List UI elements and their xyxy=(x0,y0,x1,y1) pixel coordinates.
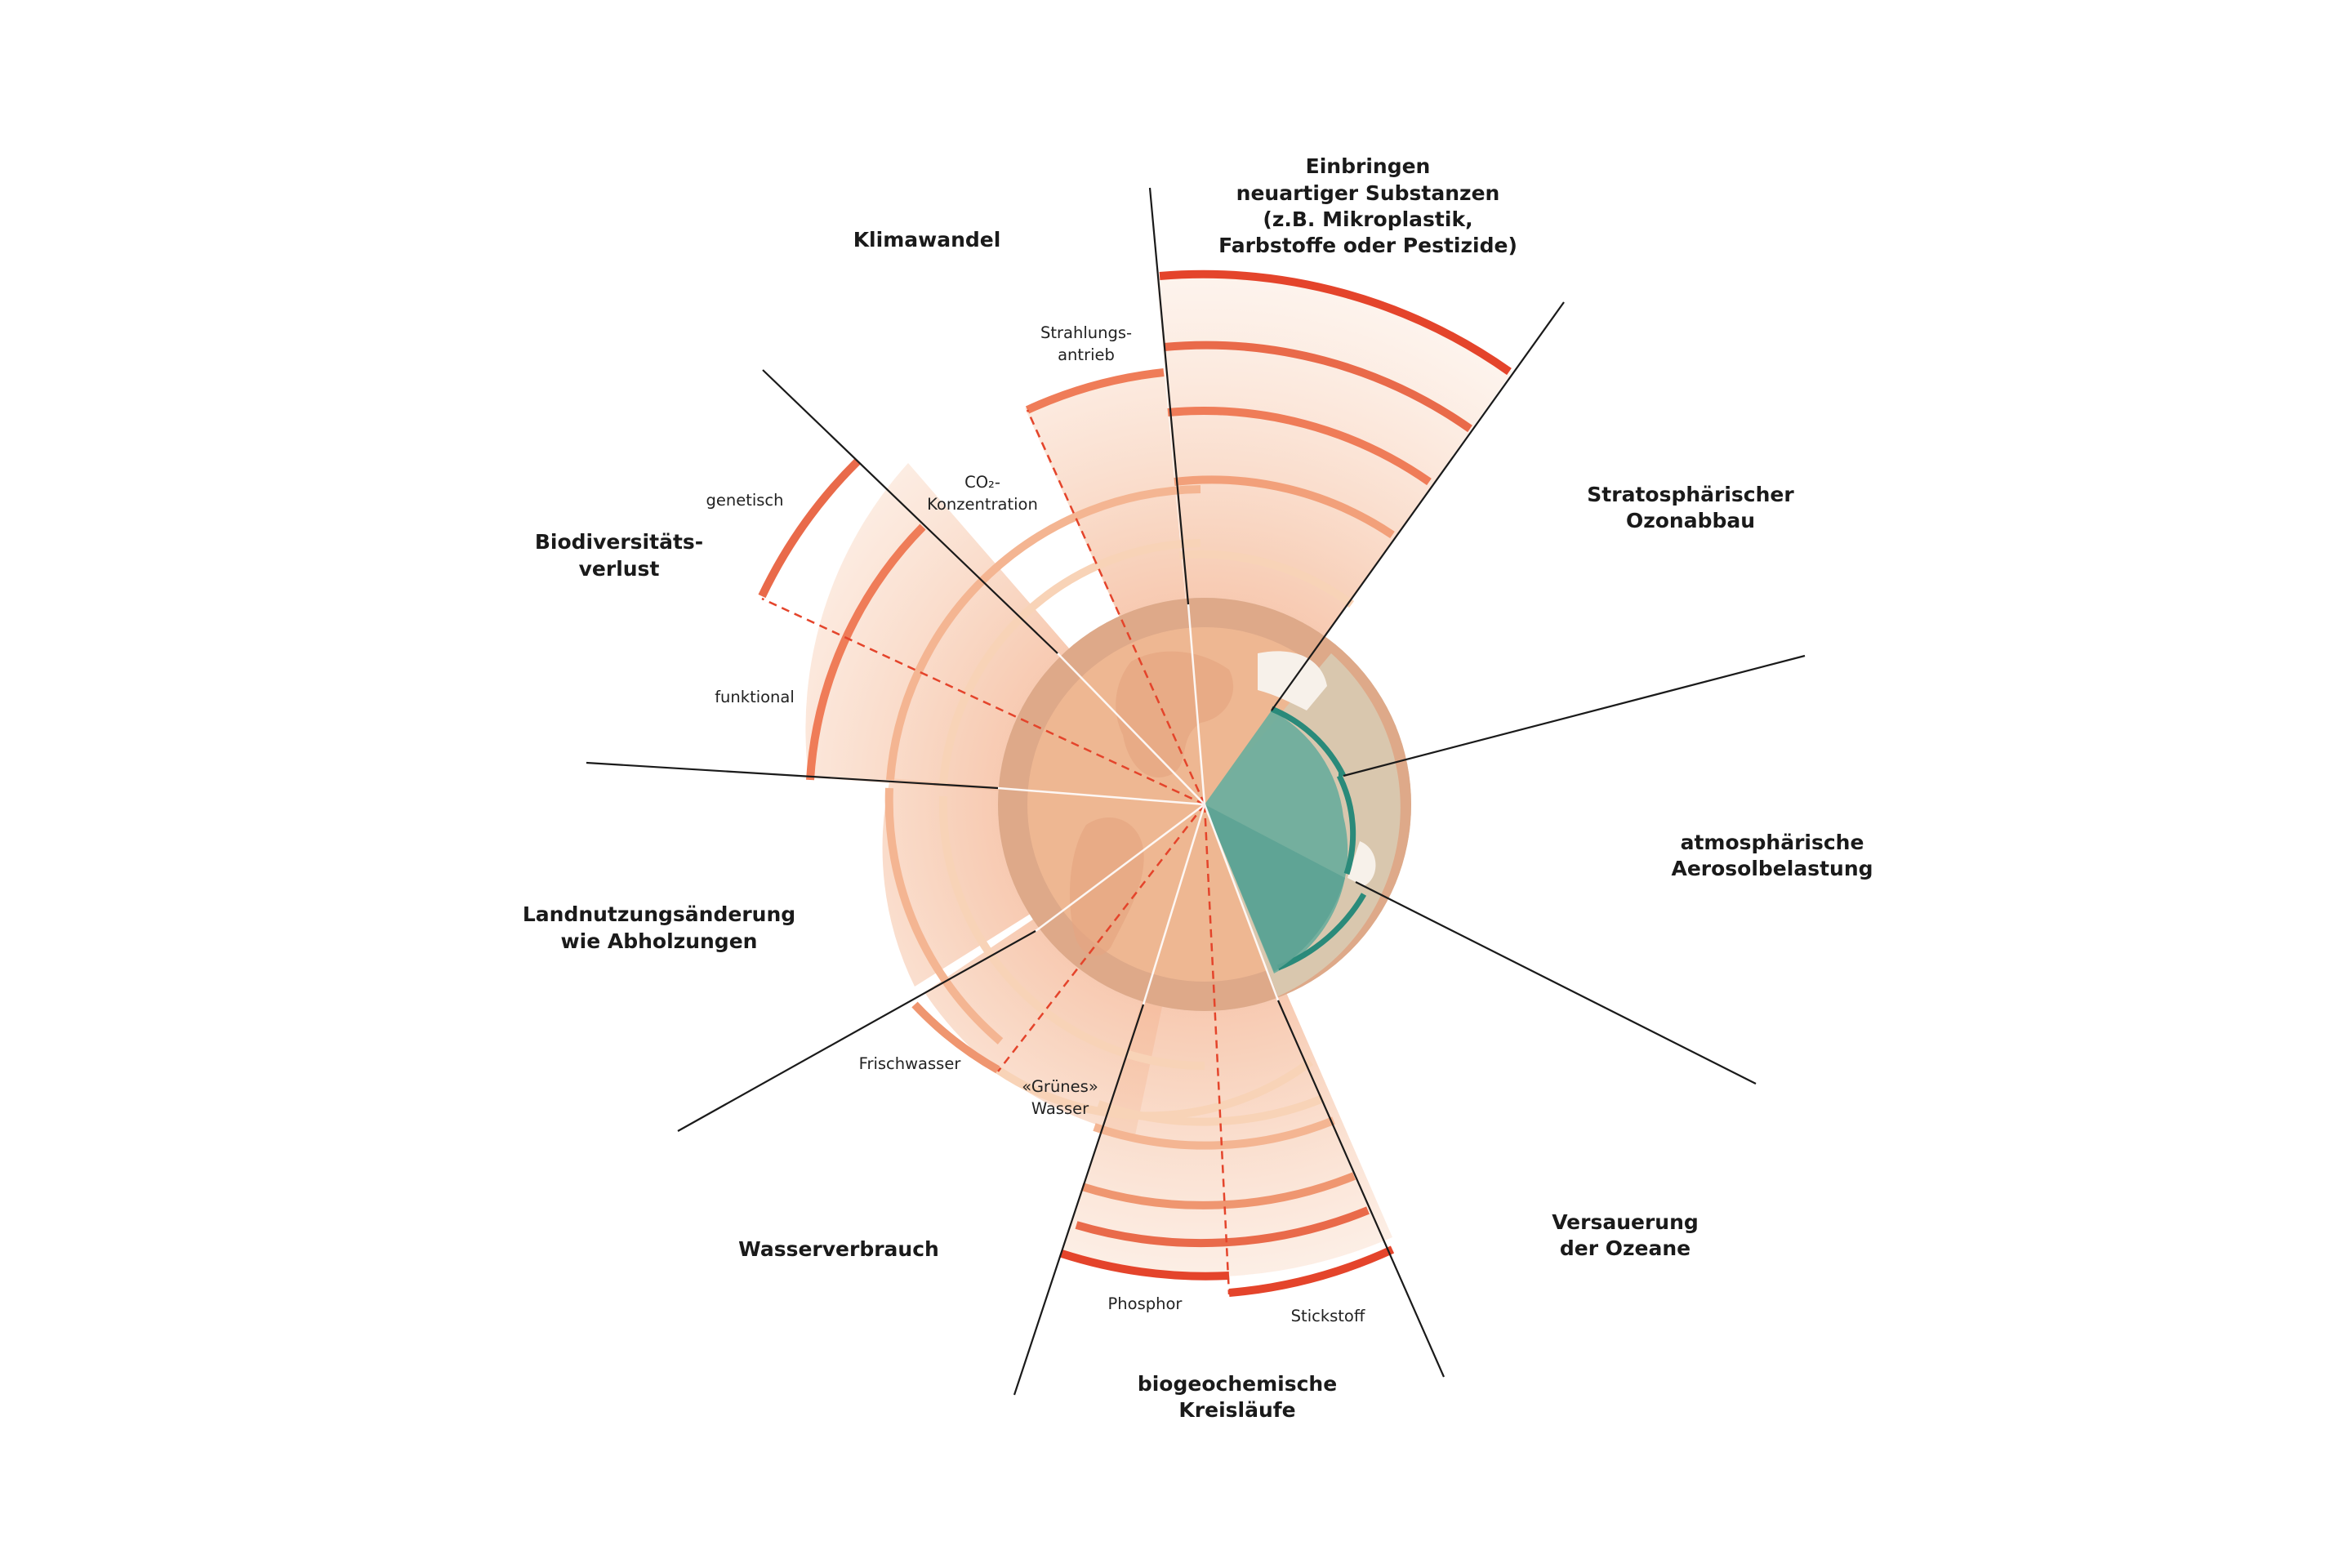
ring-phosphor xyxy=(1060,1250,1230,1281)
sector-line-land-biodiv xyxy=(586,761,999,790)
sublabel-phosphor: Phosphor xyxy=(1108,1294,1183,1313)
ring-co2 xyxy=(886,485,1201,781)
label-substanzen-2: neuartiger Substanzen xyxy=(1236,181,1500,205)
sublabel-strahlung-2: antrieb xyxy=(1058,345,1115,364)
sublabel-funktional: funktional xyxy=(715,688,795,706)
ring-biogeo-2 xyxy=(1093,1116,1335,1150)
ring-substanzen-5 xyxy=(1159,270,1512,376)
rings-biogeo xyxy=(1060,1094,1395,1297)
label-ozon-2: Ozonabbau xyxy=(1626,509,1755,532)
sublabel-gruenes-1: «Grünes» xyxy=(1022,1077,1098,1096)
ring-substanzen-3 xyxy=(1167,407,1432,486)
label-wasserverbrauch: Wasserverbrauch xyxy=(738,1237,939,1261)
label-landnutzung-2: wie Abholzungen xyxy=(561,929,758,953)
ring-substanzen-1 xyxy=(1178,550,1354,608)
dash-klima xyxy=(1026,409,1206,805)
sep xyxy=(997,786,1205,806)
ozone-outline xyxy=(1276,893,1367,971)
sep xyxy=(1057,653,1205,805)
sector-line-biodiv-klima xyxy=(762,369,1058,654)
ozone-fill xyxy=(1205,804,1345,972)
ozone-outline xyxy=(1270,706,1347,777)
label-ozeane-1: Versauerung xyxy=(1552,1210,1699,1234)
label-biogeo-2: Kreisläufe xyxy=(1178,1398,1295,1422)
label-biogeo-1: biogeochemische xyxy=(1138,1372,1337,1396)
label-substanzen-3: (z.B. Mikroplastik, xyxy=(1263,207,1472,231)
ring-stickstoff xyxy=(1228,1245,1395,1297)
rings-klima xyxy=(886,368,1201,785)
sep xyxy=(1142,804,1206,1005)
label-ozeane-2: der Ozeane xyxy=(1560,1236,1690,1260)
ring-strahlungsantrieb xyxy=(1025,368,1165,414)
label-landnutzung-1: Landnutzungsänderung xyxy=(523,902,795,926)
ring-genetisch xyxy=(758,458,861,599)
ring-funktional xyxy=(806,523,926,781)
continent-shape xyxy=(1116,651,1234,777)
dash-wasser xyxy=(997,804,1205,1072)
continent-shape xyxy=(1070,817,1144,956)
ring-biogeo-3 xyxy=(1080,1172,1356,1209)
sublabel-genetisch: genetisch xyxy=(706,491,783,510)
rings-substanzen xyxy=(1159,270,1512,608)
ring-biogeo-4 xyxy=(1075,1206,1370,1248)
label-aerosol-1: atmosphärische xyxy=(1681,831,1864,854)
sublabel-co2-1: CO₂- xyxy=(964,473,1000,492)
label-aerosol-2: Aerosolbelastung xyxy=(1671,857,1873,880)
sublabel-frischwasser: Frischwasser xyxy=(859,1054,962,1073)
ring-landnutzung-2 xyxy=(938,795,1205,1070)
dash-biogeo xyxy=(1203,804,1231,1295)
label-substanzen-1: Einbringen xyxy=(1306,154,1431,178)
sep xyxy=(1203,804,1280,1001)
sector-line-ozeane-biogeo xyxy=(1276,1000,1446,1378)
dashed-lines xyxy=(761,409,1231,1295)
label-klimawandel: Klimawandel xyxy=(853,228,1001,252)
ring-substanzen-2 xyxy=(1174,475,1395,539)
sector-line-substanzen-left xyxy=(1148,187,1190,605)
label-biodiv-1: Biodiversitäts- xyxy=(535,530,703,554)
sublabel-gruenes-2: Wasser xyxy=(1031,1099,1089,1118)
sep xyxy=(1187,604,1206,805)
sector-lines xyxy=(586,187,1806,1396)
ring-faint-klima xyxy=(939,539,1201,785)
label-ozon-1: Stratosphärischer xyxy=(1587,483,1794,506)
ring-frischwasser xyxy=(911,1001,1000,1074)
main-labels: Klimawandel Einbringen neuartiger Substa… xyxy=(523,154,1873,1422)
rings-biodiv xyxy=(758,458,926,781)
ring-substanzen-4 xyxy=(1163,341,1472,433)
sector-line-ozon-aerosol xyxy=(1343,654,1806,777)
sublabel-co2-2: Konzentration xyxy=(927,495,1038,514)
ozone-outline xyxy=(1336,773,1356,875)
sector-line-substanzen-right xyxy=(1271,301,1565,711)
sublabel-stickstoff: Stickstoff xyxy=(1291,1307,1365,1325)
ring-biogeo-1 xyxy=(1097,1094,1325,1126)
wedge-biogeo xyxy=(1062,804,1392,1277)
sublabel-strahlung-1: Strahlungs- xyxy=(1040,323,1132,342)
label-substanzen-4: Farbstoffe oder Pestizide) xyxy=(1218,234,1517,257)
ring-landnutzung-1 xyxy=(884,787,1004,1045)
sep xyxy=(1035,803,1205,933)
globe-separators xyxy=(997,604,1280,1005)
continent-shape xyxy=(1348,841,1376,886)
sector-line-biogeo-wasser xyxy=(1013,1004,1145,1396)
dash-biodiv xyxy=(761,597,1205,806)
label-biodiv-2: verlust xyxy=(579,557,660,581)
sub-labels: Strahlungs- antrieb CO₂- Konzentration g… xyxy=(706,323,1365,1325)
sector-line-aerosol-ozeane xyxy=(1355,881,1757,1085)
sector-line-wasser-land xyxy=(677,930,1036,1132)
